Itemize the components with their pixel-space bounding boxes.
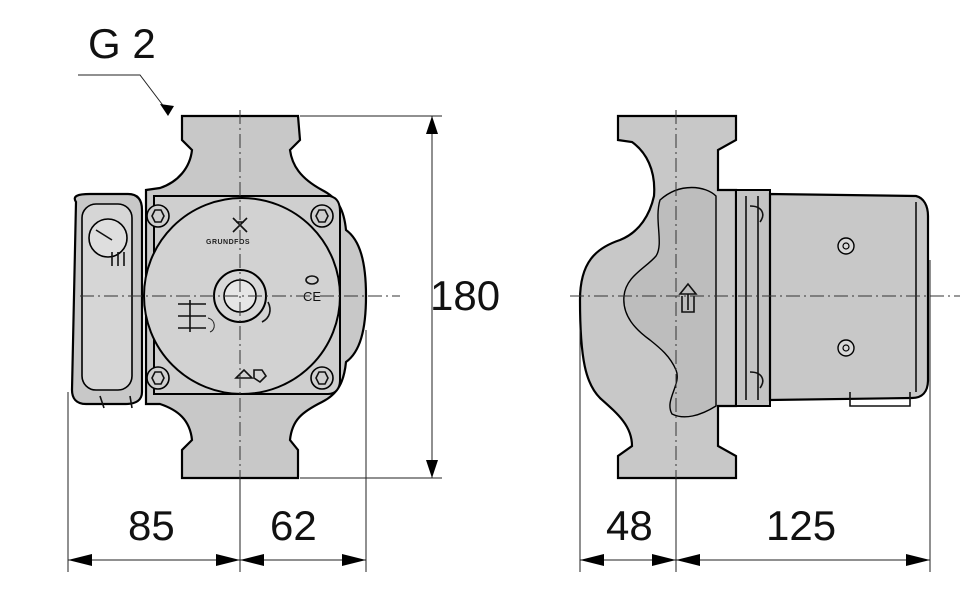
flange-clips [749, 205, 764, 389]
terminal-feet [99, 395, 133, 409]
motor-housing [768, 192, 930, 402]
ce-mark: CE [303, 289, 321, 304]
side-view: 48 125 [570, 110, 960, 572]
switch-indicator-icon [95, 229, 125, 266]
motor-screws [837, 237, 855, 357]
front-width-extension-lines [67, 330, 367, 572]
motor-foot [849, 392, 911, 407]
right-of-center-label: 62 [270, 502, 317, 549]
pump-cavity [623, 186, 717, 418]
side-width-extension-lines [579, 260, 931, 572]
flange-detail-lines [745, 196, 759, 400]
side-right-label: 125 [766, 502, 836, 549]
speed-lines-icon [178, 300, 206, 332]
small-arc-icon [207, 317, 215, 333]
motor-flange [735, 189, 771, 407]
corner-bolts [146, 204, 334, 390]
height-dimension-label: 180 [430, 272, 500, 319]
front-width-dimension-arrows [68, 554, 366, 566]
left-width-label: 85 [128, 502, 175, 549]
flow-arrow-icon [678, 282, 698, 310]
thread-leader-line [78, 74, 169, 113]
height-extension-lines [300, 115, 442, 479]
logo-text: GRUNDFOS [206, 239, 250, 246]
rotation-arrow-icon [261, 301, 271, 323]
thread-leader-arrow [160, 104, 174, 116]
flow-arrow-stem [681, 296, 695, 313]
ce-mark-ring [305, 275, 319, 285]
front-view: G 2 GRUNDFOS CE [67, 20, 500, 572]
side-left-label: 48 [606, 502, 653, 549]
thread-label: G 2 [88, 20, 156, 67]
